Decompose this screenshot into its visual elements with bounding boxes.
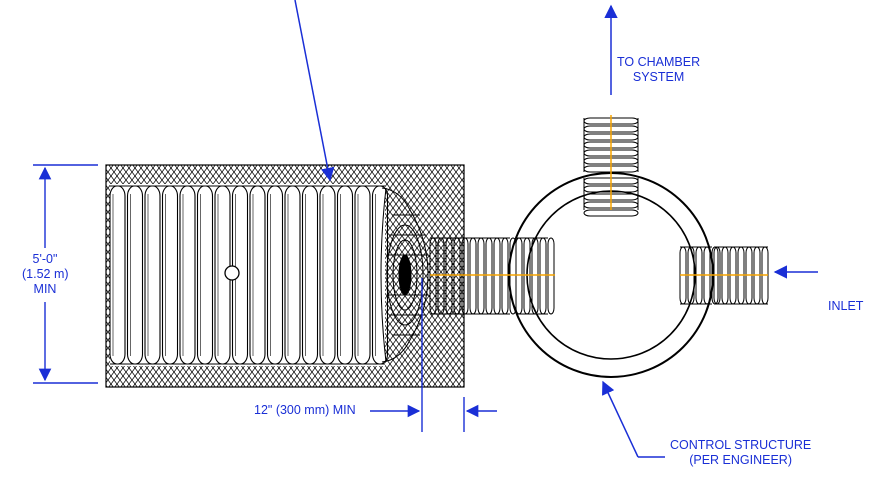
storage-chamber <box>109 185 389 365</box>
offset-dimension <box>370 278 497 432</box>
inlet-label: INLET <box>828 299 864 313</box>
to-chamber-line-1: TO CHAMBER <box>617 55 701 69</box>
chamber-end-cap <box>380 187 429 363</box>
chamber-port-icon <box>224 265 240 281</box>
height-dimension-label: 5'-0" (1.52 m) MIN <box>22 252 69 297</box>
offset-dimension-label: 12" (300 mm) MIN <box>254 403 356 417</box>
height-dimension <box>33 164 98 384</box>
height-dim-line-1: 5'-0" <box>32 252 58 266</box>
control-structure-line-2: (PER ENGINEER) <box>689 453 792 467</box>
to-chamber-line-2: SYSTEM <box>632 70 685 84</box>
pipe-centerlines <box>430 115 768 276</box>
control-structure-label: CONTROL STRUCTURE (PER ENGINEER) <box>670 438 811 468</box>
leader-lines <box>294 0 818 458</box>
control-structure-line-1: CONTROL STRUCTURE <box>670 438 812 452</box>
to-chamber-label: TO CHAMBER SYSTEM <box>617 55 700 85</box>
height-dim-line-2: (1.52 m) <box>22 267 69 281</box>
outlet-pipe <box>429 237 555 315</box>
height-dim-line-3: MIN <box>33 282 57 296</box>
